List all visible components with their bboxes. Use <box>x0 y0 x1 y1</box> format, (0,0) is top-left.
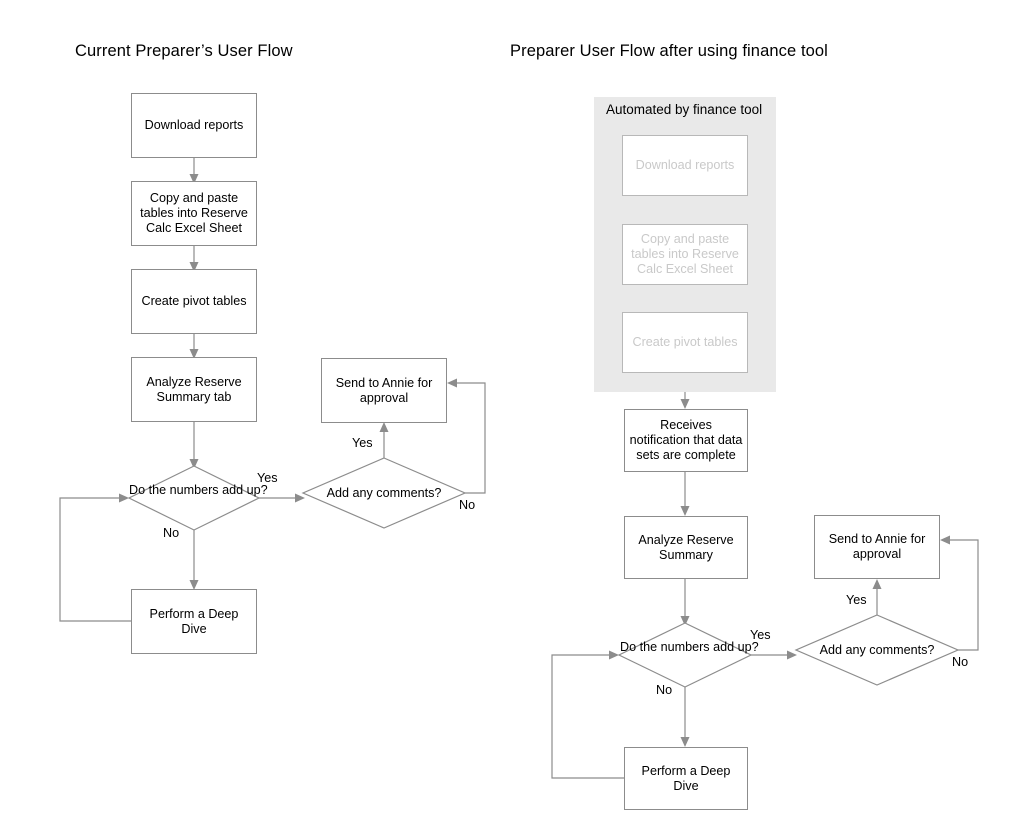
node-analyze-reserve-summary-tab[interactable]: Analyze Reserve Summary tab <box>131 357 257 422</box>
arrowhead <box>680 506 690 516</box>
arrowhead <box>189 459 199 469</box>
node-send-to-annie-for-approval[interactable]: Send to Annie for approval <box>321 358 447 423</box>
arrowhead <box>119 493 129 503</box>
arrowhead <box>189 349 199 359</box>
edge-label-comments-no: No <box>459 498 476 512</box>
decision-do-numbers-add-up-2 <box>617 622 753 688</box>
edge-deepdive-loop-to-numbers <box>59 497 131 622</box>
node-copy-paste-tables-automated[interactable]: Copy and paste tables into Reserve Calc … <box>622 224 748 285</box>
edge-label-numbers-no: No <box>163 526 180 540</box>
arrowhead <box>787 650 797 660</box>
edge-label-comments2-yes: Yes <box>846 593 867 607</box>
left-flow-title: Current Preparer’s User Flow <box>75 42 293 60</box>
decision-do-numbers-add-up <box>127 465 261 531</box>
node-create-pivot-tables[interactable]: Create pivot tables <box>131 269 257 334</box>
edge-label-numbers2-yes: Yes <box>750 628 771 642</box>
left-flow-edges <box>59 158 486 622</box>
node-perform-deep-dive-2[interactable]: Perform a Deep Dive <box>624 747 748 810</box>
arrowhead <box>680 399 690 409</box>
node-analyze-reserve-summary[interactable]: Analyze Reserve Summary <box>624 516 748 579</box>
arrowhead <box>189 580 199 590</box>
arrowhead <box>189 174 199 184</box>
arrowhead <box>680 737 690 747</box>
edge-label-numbers2-no: No <box>656 683 673 697</box>
edge-comments2-no-to-annie2 <box>948 539 979 651</box>
right-flow-title: Preparer User Flow after using finance t… <box>510 42 828 60</box>
arrowhead <box>609 650 619 660</box>
arrowhead <box>940 535 950 545</box>
node-copy-paste-tables[interactable]: Copy and paste tables into Reserve Calc … <box>131 181 257 246</box>
arrowhead <box>379 422 389 432</box>
arrowhead <box>680 616 690 626</box>
edge-comments-no-to-annie <box>455 382 486 494</box>
decision-add-any-comments <box>301 457 467 529</box>
automated-group-label: Automated by finance tool <box>606 102 763 117</box>
node-create-pivot-tables-automated[interactable]: Create pivot tables <box>622 312 748 373</box>
arrowhead <box>295 493 305 503</box>
arrowhead <box>447 378 457 388</box>
edge-label-numbers-yes: Yes <box>257 471 278 485</box>
decision-add-any-comments-2 <box>794 614 960 686</box>
arrowhead <box>872 579 882 589</box>
arrowhead <box>189 262 199 272</box>
edge-deepdive2-loop-to-numbers2 <box>551 654 624 779</box>
edge-label-comments-yes: Yes <box>352 436 373 450</box>
edge-label-comments2-no: No <box>952 655 969 669</box>
node-download-reports[interactable]: Download reports <box>131 93 257 158</box>
right-flow-edges <box>551 196 979 779</box>
node-send-to-annie-for-approval-2[interactable]: Send to Annie for approval <box>814 515 940 579</box>
node-perform-deep-dive[interactable]: Perform a Deep Dive <box>131 589 257 654</box>
node-download-reports-automated[interactable]: Download reports <box>622 135 748 196</box>
node-receives-notification[interactable]: Receives notification that data sets are… <box>624 409 748 472</box>
